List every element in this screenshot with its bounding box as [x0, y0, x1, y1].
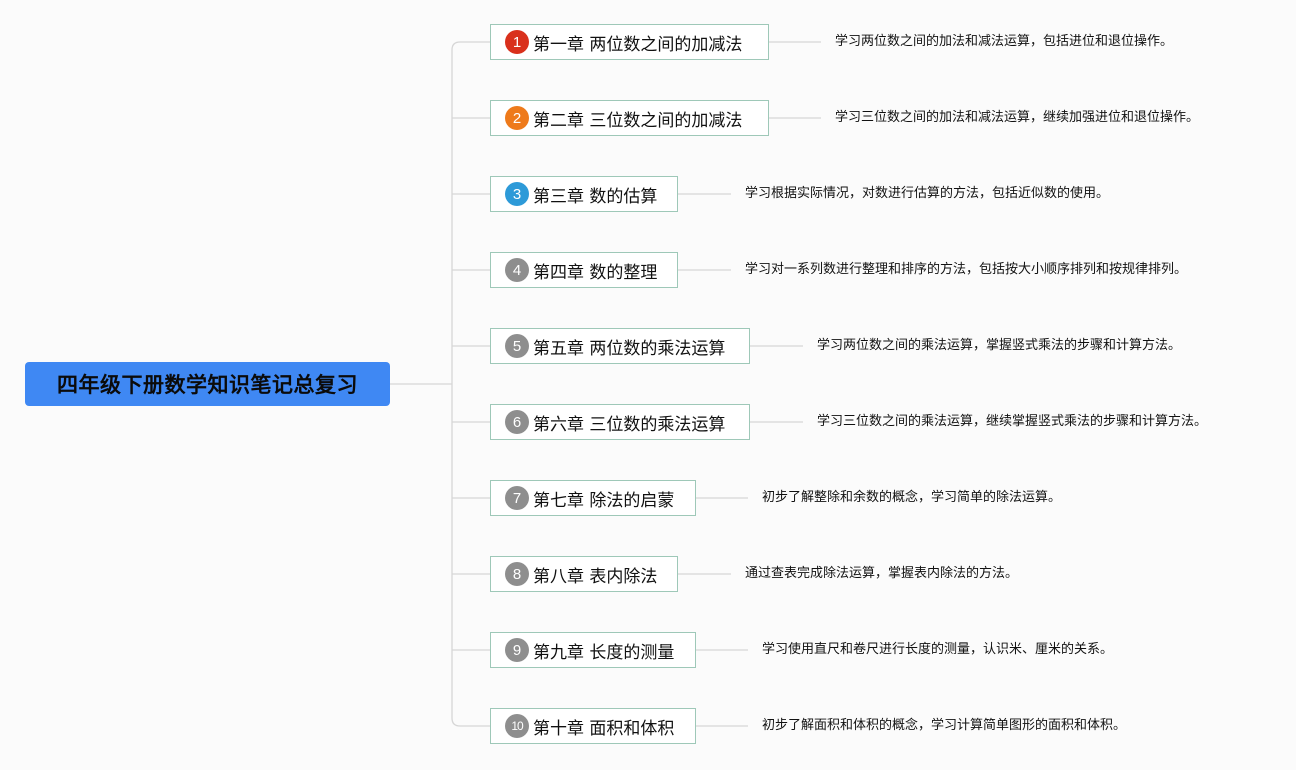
chapter-description-1[interactable]: 学习两位数之间的加法和减法运算，包括进位和退位操作。 — [835, 34, 1174, 49]
chapter-title: 第三章 数的估算 — [533, 186, 658, 207]
spine-connector — [451, 41, 490, 727]
chapter-description-8[interactable]: 通过查表完成除法运算，掌握表内除法的方法。 — [745, 566, 1019, 581]
chapter-description-9[interactable]: 学习使用直尺和卷尺进行长度的测量，认识米、厘米的关系。 — [762, 642, 1114, 657]
chapter-number-badge: 10 — [505, 714, 529, 738]
chapter-description-10[interactable]: 初步了解面积和体积的概念，学习计算简单图形的面积和体积。 — [762, 718, 1127, 733]
chapter-number-badge: 9 — [505, 638, 529, 662]
chapter-title: 第七章 除法的启蒙 — [533, 490, 675, 511]
chapter-number-badge: 7 — [505, 486, 529, 510]
chapter-title: 第四章 数的整理 — [533, 262, 658, 283]
chapter-number-badge: 5 — [505, 334, 529, 358]
chapter-number-badge: 8 — [505, 562, 529, 586]
root-topic[interactable]: 四年级下册数学知识笔记总复习 — [25, 362, 390, 406]
chapter-description-5[interactable]: 学习两位数之间的乘法运算，掌握竖式乘法的步骤和计算方法。 — [817, 338, 1182, 353]
chapter-title: 第八章 表内除法 — [533, 566, 658, 587]
chapter-description-2[interactable]: 学习三位数之间的加法和减法运算，继续加强进位和退位操作。 — [835, 110, 1200, 125]
chapter-title: 第二章 三位数之间的加减法 — [533, 110, 743, 131]
root-topic-title: 四年级下册数学知识笔记总复习 — [57, 373, 358, 397]
chapter-description-4[interactable]: 学习对一系列数进行整理和排序的方法，包括按大小顺序排列和按规律排列。 — [745, 262, 1188, 277]
chapter-description-7[interactable]: 初步了解整除和余数的概念，学习简单的除法运算。 — [762, 490, 1062, 505]
chapter-number-badge: 2 — [505, 106, 529, 130]
chapter-description-6[interactable]: 学习三位数之间的乘法运算，继续掌握竖式乘法的步骤和计算方法。 — [817, 414, 1208, 429]
chapter-number-badge: 3 — [505, 182, 529, 206]
chapter-number-badge: 4 — [505, 258, 529, 282]
chapter-number-badge: 6 — [505, 410, 529, 434]
chapter-description-3[interactable]: 学习根据实际情况，对数进行估算的方法，包括近似数的使用。 — [745, 186, 1110, 201]
chapter-title: 第一章 两位数之间的加减法 — [533, 34, 743, 55]
chapter-title: 第六章 三位数的乘法运算 — [533, 414, 726, 435]
chapter-title: 第十章 面积和体积 — [533, 718, 675, 739]
chapter-title: 第九章 长度的测量 — [533, 642, 675, 663]
chapter-title: 第五章 两位数的乘法运算 — [533, 338, 726, 359]
chapter-number-badge: 1 — [505, 30, 529, 54]
